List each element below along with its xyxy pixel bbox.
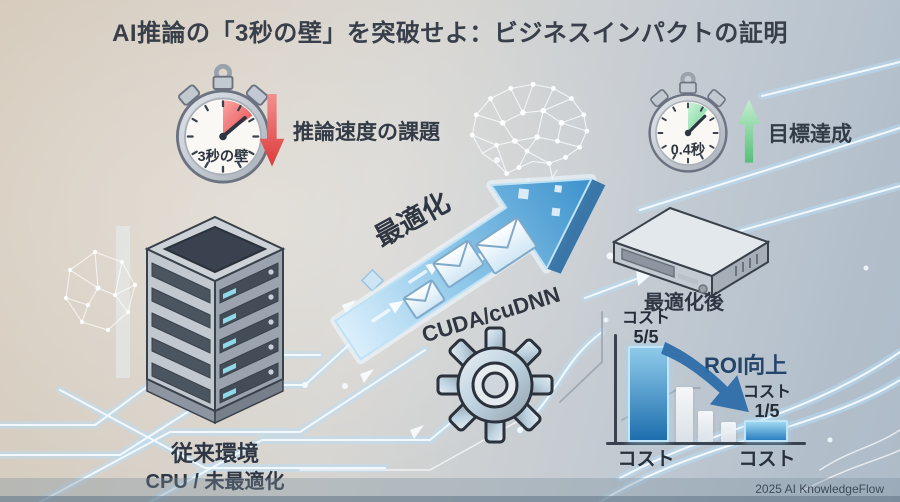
cost-bar-chart xyxy=(604,306,819,468)
problem-stopwatch-label: 3秒の壁 xyxy=(198,147,249,165)
before-env-line2: CPU / 未最適化 xyxy=(145,470,285,493)
chart-value-label-after: コスト 1/5 xyxy=(724,384,810,421)
page-title: AI推論の「3秒の壁」を突破せよ：ビジネスインパクトの証明 xyxy=(112,20,788,47)
chart-xlabel-after: コスト xyxy=(738,449,796,470)
chart-bar-before xyxy=(628,346,669,442)
roi-annotation: ROI向上 xyxy=(704,353,788,378)
before-env-line1: 従来環境 xyxy=(170,441,259,466)
goal-stopwatch-icon: 0.4秒 xyxy=(648,72,728,173)
cost-label: コスト xyxy=(742,384,791,401)
chart-xlabel-before: コスト xyxy=(617,449,675,470)
footer-credit: 2025 AI KnowledgeFlow xyxy=(755,482,884,496)
server-tower-icon xyxy=(144,215,286,425)
chart-y-axis xyxy=(614,334,617,443)
red-down-arrow-icon xyxy=(259,94,285,167)
chart-bar-after xyxy=(744,420,788,442)
chart-value-label-before: コスト 5/5 xyxy=(601,310,691,347)
chart-x-axis xyxy=(606,442,806,445)
problem-stopwatch-icon: 3秒の壁 xyxy=(175,64,271,184)
footer-strip-edge xyxy=(0,496,900,502)
goal-stopwatch-label: 0.4秒 xyxy=(671,141,706,159)
green-up-arrow-icon xyxy=(738,99,760,163)
cost-fraction: 1/5 xyxy=(754,400,780,421)
chart-bar xyxy=(721,422,736,442)
optimized-server-icon xyxy=(612,206,771,298)
before-env-label: 従来環境 CPU / 未最適化 xyxy=(120,440,310,495)
envelope-icon xyxy=(403,216,537,319)
gear-icon xyxy=(436,326,554,444)
cost-fraction: 5/5 xyxy=(633,326,659,347)
goal-caption: 目標達成 xyxy=(768,123,852,146)
chart-bar xyxy=(676,387,693,442)
problem-caption: 推論速度の課題 xyxy=(293,121,440,144)
after-env-label: 最適化後 xyxy=(644,292,724,314)
cost-label: コスト xyxy=(621,310,670,327)
brain-network-icon xyxy=(469,81,590,186)
chart-bar xyxy=(698,411,713,442)
big-flow-arrow-icon xyxy=(330,173,606,365)
roi-down-arrow-icon xyxy=(661,342,749,413)
